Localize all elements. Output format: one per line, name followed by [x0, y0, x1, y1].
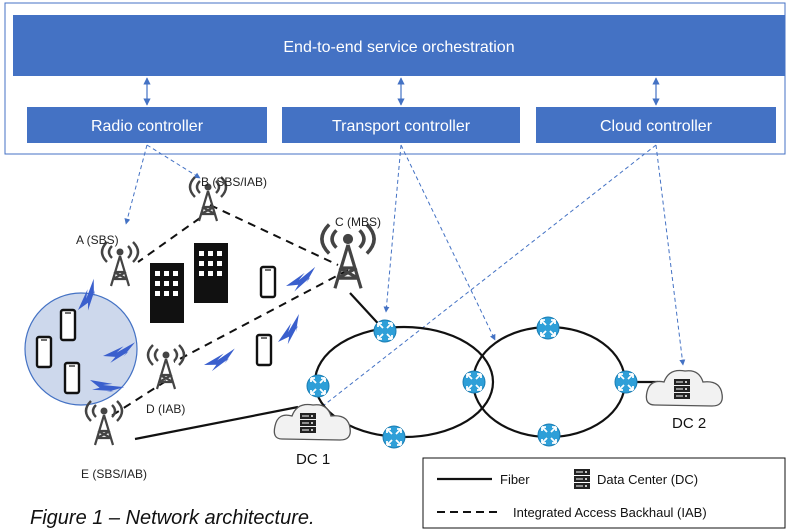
transport-controller-label: Transport controller [332, 118, 471, 135]
legend-dc-label: Data Center (DC) [597, 472, 698, 487]
cloud-icon-dc2 [645, 369, 723, 407]
ue-cluster [24, 292, 138, 406]
server-icon [299, 412, 317, 434]
server-icon [673, 378, 691, 400]
radio-controller-box [27, 107, 267, 143]
dc2-label: DC 2 [672, 415, 706, 432]
radio-controller-label: Radio controller [91, 118, 204, 135]
router-icon [614, 370, 638, 394]
node-label-e: E (SBS/IAB) [81, 467, 147, 481]
server-icon [573, 468, 591, 490]
smartphone-icon [255, 333, 273, 367]
wireless-link-icon [283, 266, 321, 294]
router-icon [373, 319, 397, 343]
smartphone-icon [35, 335, 53, 369]
legend-iab-label: Integrated Access Backhaul (IAB) [513, 505, 707, 520]
wireless-link-icon [201, 348, 239, 373]
wireless-link-icon [272, 314, 310, 349]
antenna-icon [146, 343, 186, 391]
cloud-icon-dc1 [273, 403, 351, 441]
node-label-a: A (SBS) [76, 233, 119, 247]
building-icon [194, 243, 228, 303]
transport-controller-box [282, 107, 520, 143]
node-label-d: D (IAB) [146, 402, 185, 416]
fiber-ring-right [471, 325, 627, 439]
control-links [124, 144, 686, 421]
router-icon [537, 423, 561, 447]
router-icon [306, 374, 330, 398]
orchestration-box [13, 15, 785, 76]
router-icon [382, 425, 406, 449]
node-label-c: C (MBS) [335, 215, 381, 229]
node-label-b: B (SBS/IAB) [201, 175, 267, 189]
smartphone-icon [259, 265, 277, 299]
legend-box [422, 457, 786, 529]
cloud-controller-label: Cloud controller [600, 118, 713, 135]
iab-links [107, 204, 349, 419]
antenna-icon [100, 240, 140, 288]
smartphone-icon [63, 361, 81, 395]
orchestration-title: End-to-end service orchestration [283, 39, 514, 56]
dc1-label: DC 1 [296, 451, 330, 468]
smartphone-icon [59, 308, 77, 342]
fiber-link-e [134, 405, 299, 441]
figure-caption: Figure 1 – Network architecture. [30, 507, 315, 529]
legend-fiber-label: Fiber [500, 472, 530, 487]
cloud-controller-box [536, 107, 776, 143]
building-icon [150, 263, 184, 323]
router-icon [536, 316, 560, 340]
antenna-icon [84, 399, 124, 447]
router-icon [462, 370, 486, 394]
